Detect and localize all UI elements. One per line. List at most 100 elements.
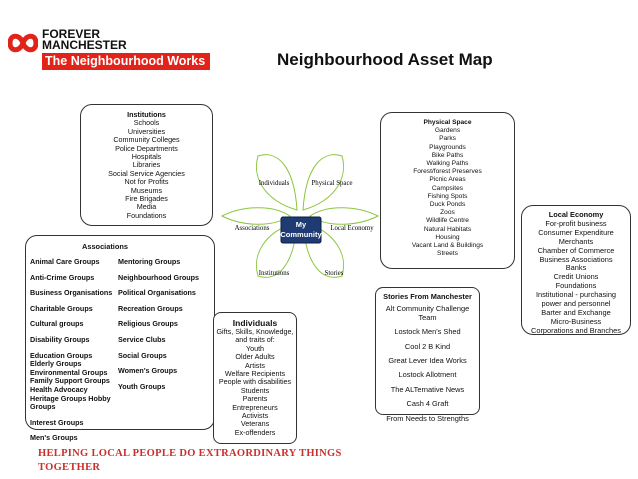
list-item: Community Colleges (113, 135, 180, 145)
logo-tagline-bar: The Neighbourhood Works (42, 53, 211, 70)
petal-label-local-economy: Local Economy (330, 225, 374, 232)
list-item: Museums (130, 185, 163, 195)
list-item: Zoos (440, 209, 455, 217)
list-item: Micro-Business (550, 316, 602, 326)
list-item: Recreation Groups (118, 303, 183, 313)
petal-label-individuals: Individuals (259, 180, 290, 187)
list-item: Forest/forest Preserves (413, 168, 482, 176)
institutions-title: Institutions (127, 110, 166, 119)
local-economy-title: Local Economy (548, 210, 604, 219)
petal-label-institutions: Institutions (259, 270, 290, 277)
footer-slogan: HELPING LOCAL PEOPLE DO EXTRAORDINARY TH… (38, 447, 378, 475)
list-item: Education Groups (30, 350, 93, 360)
petal-associations (220, 207, 291, 225)
petal-label-stories: Stories (325, 270, 344, 277)
list-item: Older Adults (235, 352, 275, 362)
logo-line-forever: FOREVER (42, 27, 101, 41)
community-petal-diagram: Individuals Physical Space Local Economy… (220, 154, 380, 278)
list-item: Cash 4 Graft (406, 399, 449, 409)
footer-line-1: HELPING LOCAL PEOPLE DO EXTRAORDINARY TH… (38, 448, 342, 459)
list-item: Groups (30, 402, 56, 412)
forever-manchester-logo-icon (8, 33, 38, 53)
list-item: Religious Groups (118, 319, 178, 329)
list-item: Students (240, 385, 270, 395)
footer-line-2: TOGETHER (38, 462, 101, 473)
list-item: Corporations and Branches (531, 325, 621, 335)
list-item: For-profit business (545, 218, 607, 228)
petal-individuals (255, 154, 298, 211)
list-item: Vacant Land & Buildings (411, 242, 484, 250)
list-item: Disability Groups (30, 334, 90, 344)
list-item: Wildlife Centre (426, 217, 469, 225)
center-label-line1: My (296, 220, 307, 229)
center-label-line2: Community (280, 230, 322, 239)
list-item: Business Associations (539, 254, 613, 264)
list-item: Fire Brigades (125, 194, 168, 204)
list-item: Animal Care Groups (30, 257, 100, 266)
institutions-box: Institutions Schools Universities Commun… (80, 104, 213, 226)
page-title: Neighbourhood Asset Map (277, 50, 493, 69)
list-item: Ex-offenders (234, 427, 276, 437)
list-item: Men's Groups (30, 433, 78, 443)
list-item: Picnic Areas (429, 176, 466, 184)
list-item: Artists (245, 360, 265, 370)
list-item: Charitable Groups (30, 303, 93, 313)
list-item: Heritage Groups Hobby (30, 393, 111, 403)
list-item: Universities (127, 126, 166, 136)
list-item: Libraries (132, 160, 161, 170)
logo-line-manchester: MANCHESTER (42, 38, 127, 52)
list-item: Cool 2 B Kind (404, 341, 451, 351)
list-item: power and personnel (541, 299, 611, 309)
list-item: Foundations (126, 210, 167, 220)
list-item: Streets (437, 250, 458, 258)
list-item: Institutional - purchasing (535, 290, 617, 300)
list-item: Lostock Allotment (398, 370, 457, 380)
stories-box: Stories From Manchester Alt Community Ch… (375, 287, 480, 423)
physical-space-title: Physical Space (423, 119, 472, 126)
associations-col-1: Animal Care Groups Anti-Crime Groups Bus… (30, 257, 113, 443)
list-item: Gardens (434, 127, 461, 135)
petal-physical-space (302, 154, 345, 211)
list-item: Hospitals (131, 152, 162, 162)
list-item: People with disabilities (218, 377, 292, 387)
stories-title: Stories From Manchester (383, 292, 472, 301)
list-item: Campsites (431, 184, 464, 192)
list-item: Gifts, Skills, Knowledge, (216, 327, 294, 336)
list-item: Great Lever Idea Works (388, 356, 467, 366)
petal-label-associations: Associations (235, 225, 270, 232)
list-item: Not for Profits (124, 177, 169, 187)
local-economy-box: Local Economy For-profit business Consum… (521, 205, 631, 335)
list-item: Duck Ponds (429, 201, 466, 209)
list-item: Neighbourhood Groups (118, 272, 200, 282)
list-item: Police Departments (115, 143, 178, 153)
list-item: Foundations (555, 281, 597, 291)
list-item: Media (136, 202, 157, 212)
associations-box: Associations Animal Care Groups Anti-Cri… (25, 235, 215, 442)
list-item: Credit Unions (553, 272, 599, 282)
list-item: Anti-Crime Groups (30, 272, 95, 282)
list-item: Natural Habitats (423, 225, 472, 233)
individuals-box: Individuals Gifts, Skills, Knowledge, an… (213, 312, 297, 444)
list-item: Women's Groups (118, 366, 178, 376)
list-item: Parks (439, 135, 456, 143)
list-item: Walking Paths (426, 160, 469, 168)
logo: FOREVER MANCHESTER The Neighbourhood Wor… (8, 27, 211, 79)
list-item: Fishing Spots (427, 192, 468, 200)
list-item: Family Support Groups (30, 376, 110, 386)
list-item: and traits of: (235, 335, 275, 345)
list-item: Housing (435, 233, 460, 241)
petal-local-economy (309, 207, 380, 225)
list-item: Welfare Recipients (224, 369, 286, 379)
center-box (280, 216, 322, 244)
list-item: Business Organisations (30, 288, 113, 298)
list-item: Youth (245, 343, 265, 353)
list-item: Merchants (558, 236, 594, 246)
list-item: Lostock Men's Shed (394, 327, 461, 337)
list-item: Cultural groups (30, 319, 84, 329)
list-item: Environmental Groups (30, 367, 108, 377)
list-item: From Needs to Strengths (386, 413, 469, 423)
physical-space-box: Physical Space Gardens Parks Playgrounds… (380, 112, 515, 269)
list-item: Veterans (240, 419, 270, 429)
list-item: Social Groups (118, 350, 167, 360)
list-item: Interest Groups (30, 417, 84, 427)
